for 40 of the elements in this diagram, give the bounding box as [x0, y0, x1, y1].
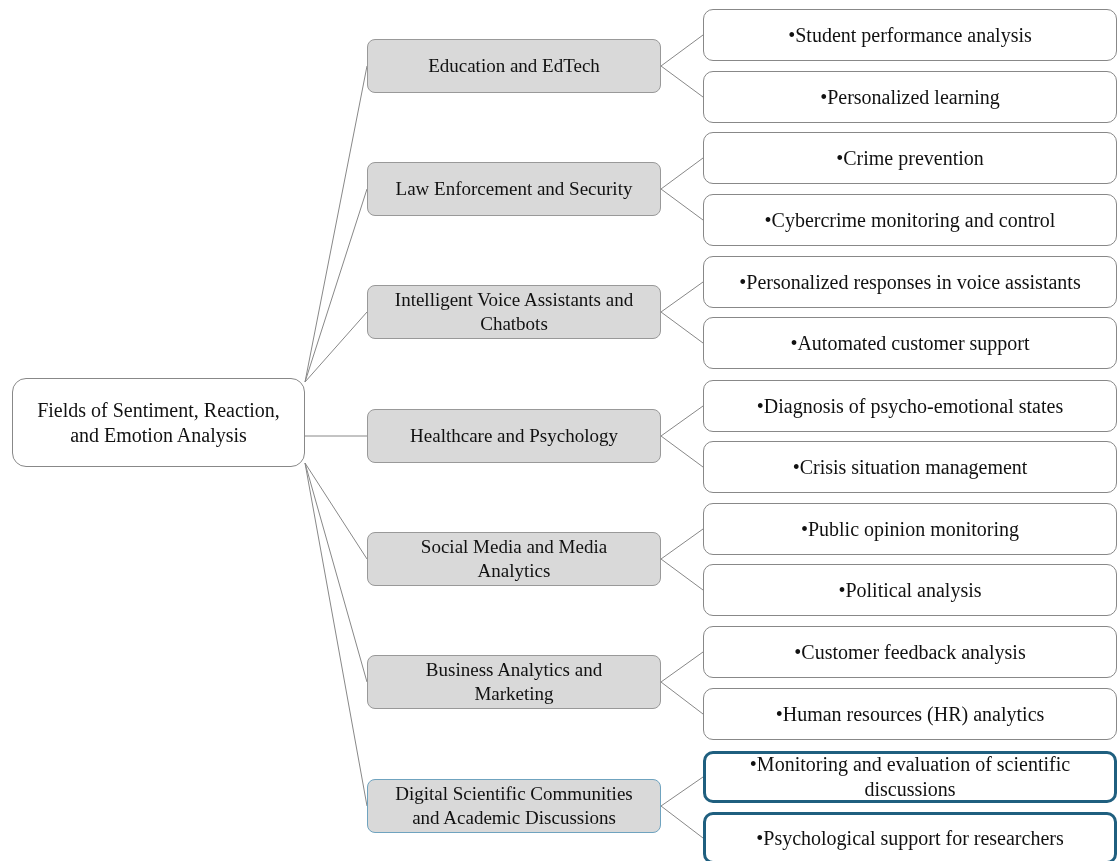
root-topic-box: Fields of Sentiment, Reaction, and Emotion Analysis: [12, 378, 305, 467]
application-box: •Personalized learning: [703, 71, 1117, 123]
application-box: •Monitoring and evaluation of scientific discussions: [703, 751, 1117, 803]
application-box: •Human resources (HR) analytics: [703, 688, 1117, 740]
application-box: •Cybercrime monitoring and control: [703, 194, 1117, 246]
connector-line: [304, 435, 368, 437]
connector-line: [304, 188, 368, 383]
application-box: •Crisis situation management: [703, 441, 1117, 493]
category-box: Business Analytics and Marketing: [367, 655, 661, 709]
connector-line: [660, 157, 704, 190]
application-box: •Public opinion monitoring: [703, 503, 1117, 555]
connector-line: [660, 281, 704, 313]
connector-line: [304, 462, 368, 560]
application-box: •Automated customer support: [703, 317, 1117, 369]
category-box: Digital Scientific Communities and Academic Discussions: [367, 779, 661, 833]
connector-line: [660, 528, 704, 560]
connector-line: [660, 558, 704, 591]
category-box: Intelligent Voice Assistants and Chatbots: [367, 285, 661, 339]
connector-line: [660, 805, 704, 839]
connector-line: [660, 405, 704, 437]
category-box: Social Media and Media Analytics: [367, 532, 661, 586]
application-box: •Student performance analysis: [703, 9, 1117, 61]
connector-line: [660, 435, 704, 468]
application-box: •Personalized responses in voice assistants: [703, 256, 1117, 308]
category-box: Law Enforcement and Security: [367, 162, 661, 216]
category-box: Healthcare and Psychology: [367, 409, 661, 463]
connector-line: [660, 651, 704, 683]
application-box: •Diagnosis of psycho-emotional states: [703, 380, 1117, 432]
connector-line: [660, 34, 704, 67]
application-box: •Customer feedback analysis: [703, 626, 1117, 678]
application-box: •Political analysis: [703, 564, 1117, 616]
application-box: •Crime prevention: [703, 132, 1117, 184]
connector-line: [660, 188, 704, 221]
connector-line: [660, 681, 704, 715]
connector-line: [660, 311, 704, 344]
connector-line: [660, 65, 704, 98]
category-box: Education and EdTech: [367, 39, 661, 93]
connector-line: [304, 311, 368, 383]
application-box: •Psychological support for researchers: [703, 812, 1117, 861]
connector-line: [660, 776, 704, 807]
